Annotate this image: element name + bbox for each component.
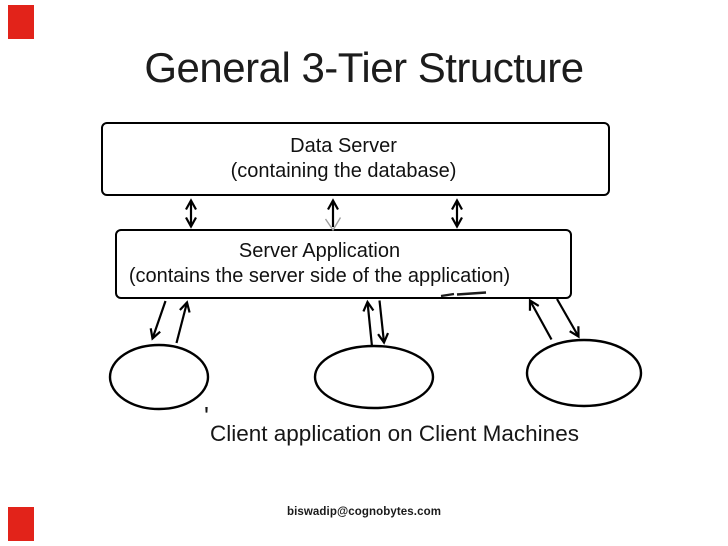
red-accent-mark-top-left — [8, 5, 34, 39]
data-server-box-subtitle: (containing the database) — [230, 160, 457, 182]
server-application-box: Server Application (contains the server … — [115, 229, 572, 299]
footer-email: biswadip@cognobytes.com — [286, 506, 442, 518]
arrow-serverapp-to-client-left — [149, 300, 167, 341]
data-server-box-title: Data Server — [290, 135, 397, 157]
client-ellipse-middle — [313, 344, 435, 410]
arrow-client-right-to-serverapp — [528, 298, 553, 341]
client-ellipse-right — [525, 338, 643, 408]
arrow-client-middle-to-serverapp — [362, 299, 375, 347]
client-machines-caption: Client application on Client Machines — [210, 421, 579, 446]
red-accent-mark-bottom-left — [8, 507, 34, 541]
arrow-serverapp-to-client-middle — [377, 300, 390, 345]
stray-tick-mark: ' — [204, 401, 209, 431]
client-ellipse-left — [108, 343, 210, 411]
arrow-client-left-to-serverapp — [175, 300, 191, 344]
server-application-box-subtitle: (contains the server side of the applica… — [128, 265, 511, 287]
arrow-serverapp-to-client-right — [556, 298, 580, 339]
data-server-box: Data Server (containing the database) — [101, 122, 610, 196]
slide-title: General 3-Tier Structure — [144, 44, 584, 91]
server-application-box-title: Server Application — [238, 240, 401, 262]
